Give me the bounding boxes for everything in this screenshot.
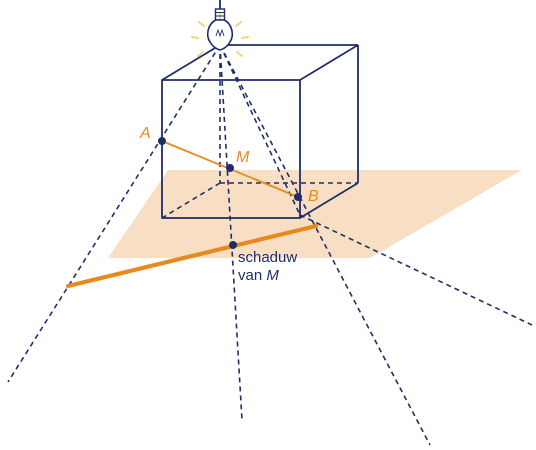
- shadow-caption-line2: van M: [238, 267, 279, 284]
- point-b: [294, 193, 302, 201]
- ray-through-a: [7, 44, 221, 383]
- ray-through-b: [219, 44, 431, 446]
- label-m: M: [236, 149, 250, 166]
- shadow-segment: [65, 223, 319, 289]
- shadow-plane: [108, 170, 522, 258]
- label-b: B: [308, 188, 319, 205]
- ray-to-corner: [219, 44, 301, 216]
- cube-hidden-edges: [161, 45, 358, 219]
- shadow-caption-prefix: van: [238, 267, 266, 284]
- cube-visible-edges: [161, 44, 359, 219]
- light-bulb-icon: [191, 0, 249, 57]
- light-rays: [7, 44, 533, 446]
- ray-extension-right: [299, 214, 533, 326]
- point-shadow-m: [229, 241, 237, 249]
- point-a: [158, 137, 166, 145]
- shadow-caption-line1: schaduw: [238, 249, 297, 266]
- point-m: [226, 164, 234, 172]
- label-a: A: [139, 125, 151, 142]
- shadow-caption-var: M: [266, 267, 279, 284]
